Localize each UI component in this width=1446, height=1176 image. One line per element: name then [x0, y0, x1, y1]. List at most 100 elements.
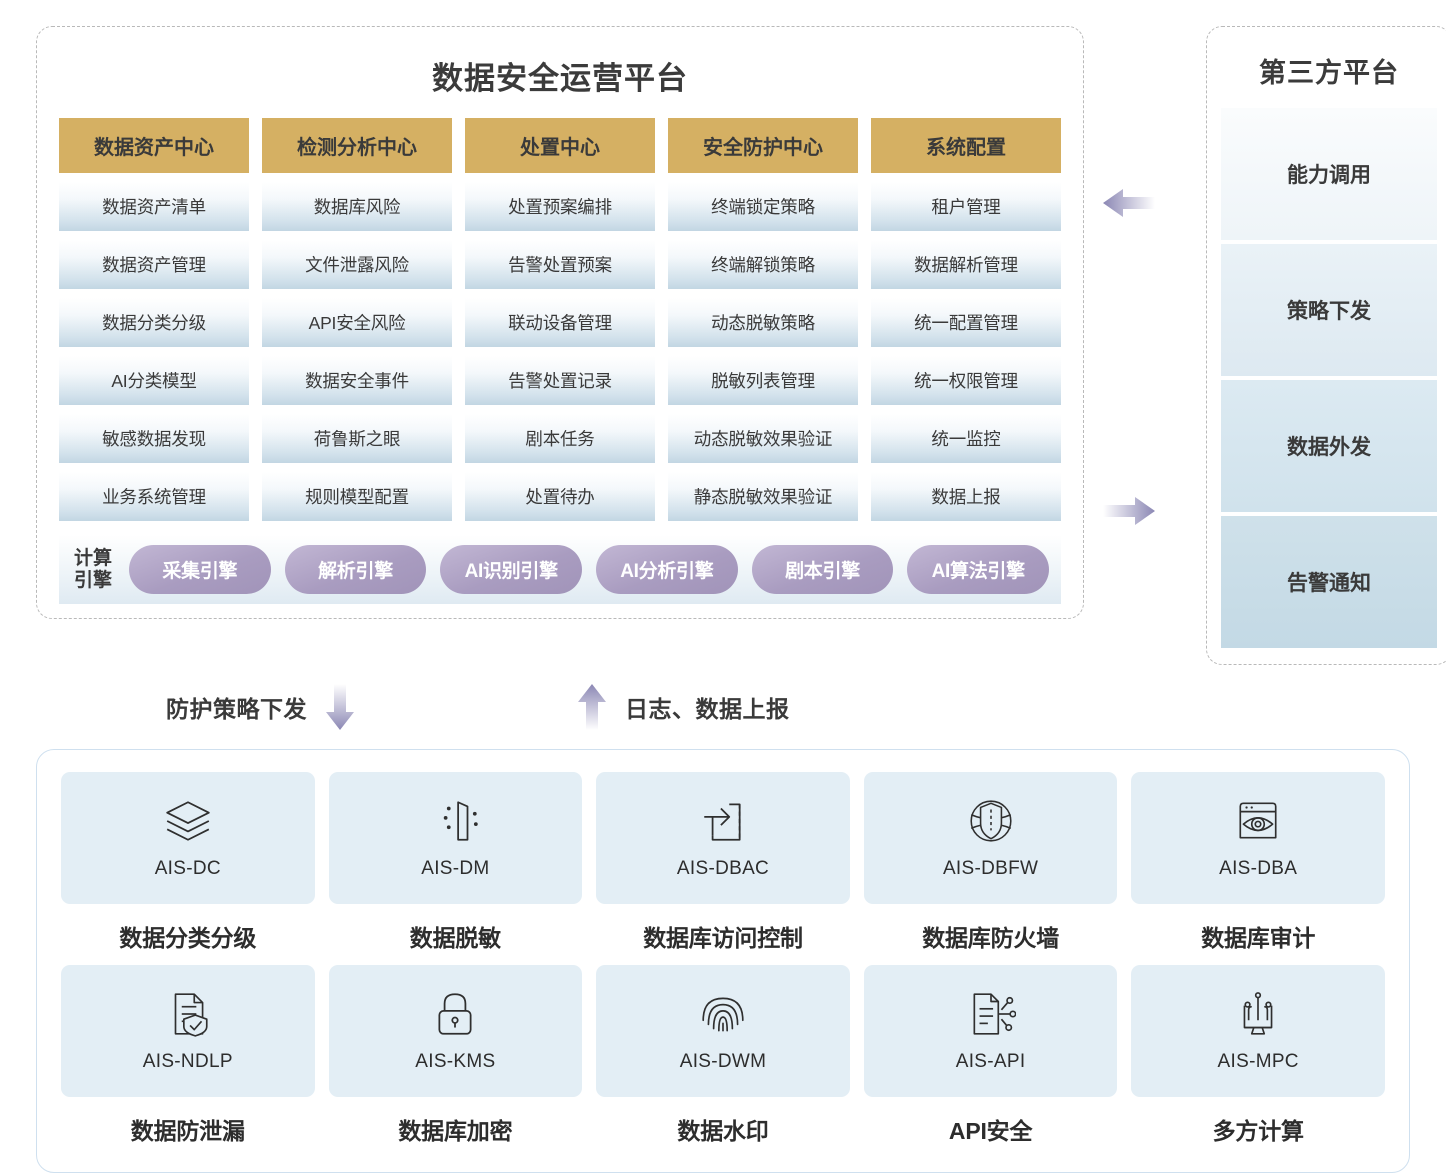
product-code: AIS-DBFW	[942, 858, 1039, 879]
module-tile[interactable]: 统一监控	[871, 414, 1061, 463]
third-party-card-alert-notification[interactable]: 告警通知	[1221, 516, 1437, 648]
module-tile[interactable]: 数据安全事件	[262, 356, 452, 405]
layers-icon	[163, 796, 213, 846]
engine-pill[interactable]: 剧本引擎	[751, 545, 894, 594]
module-tile[interactable]: 数据分类分级	[59, 298, 249, 347]
product-cell: AIS-NDLP 数据防泄漏	[61, 965, 315, 1146]
module-tile[interactable]: 脱敏列表管理	[668, 356, 858, 405]
products-panel: AIS-DC 数据分类分级 AIS-DM 数据脱敏	[36, 749, 1410, 1173]
product-card-ais-api[interactable]: AIS-API	[863, 965, 1118, 1097]
module-tile[interactable]: 文件泄露风险	[262, 240, 452, 289]
document-network-icon	[966, 989, 1016, 1039]
product-name: 数据水印	[677, 1118, 769, 1144]
platform-title: 数据安全运营平台	[432, 61, 688, 96]
arrow-up-icon	[578, 684, 606, 730]
module-tile[interactable]: 动态脱敏策略	[668, 298, 858, 347]
platform-panel: 数据安全运营平台 数据资产中心 数据资产清单 数据资产管理 数据分类分级 AI分…	[36, 26, 1084, 619]
engine-pill[interactable]: AI分析引擎	[596, 545, 738, 594]
column-header[interactable]: 处置中心	[465, 118, 655, 173]
module-tile[interactable]: 荷鲁斯之眼	[262, 414, 452, 463]
window-eye-icon	[1233, 796, 1283, 846]
third-party-card-policy-distribution[interactable]: 策略下发	[1221, 244, 1437, 376]
compute-engine-strip: 计算 引擎 采集引擎 解析引擎 AI识别引擎 AI分析引擎 剧本引擎 AI算法引…	[59, 535, 1061, 604]
third-party-panel: 第三方平台 能力调用 策略下发 数据外发 告警通知	[1206, 26, 1446, 665]
column-header[interactable]: 数据资产中心	[59, 118, 249, 173]
product-code: AIS-API	[955, 1051, 1026, 1072]
module-tile[interactable]: 联动设备管理	[465, 298, 655, 347]
product-name: 多方计算	[1212, 1118, 1304, 1144]
module-tile[interactable]: 数据库风险	[262, 182, 452, 231]
product-name: 数据脱敏	[409, 925, 501, 951]
product-card-ais-dbfw[interactable]: AIS-DBFW	[863, 772, 1118, 904]
module-tile[interactable]: 统一权限管理	[871, 356, 1061, 405]
module-tile[interactable]: 终端解锁策略	[668, 240, 858, 289]
arrow-right-icon	[1103, 497, 1155, 525]
module-tile[interactable]: 动态脱敏效果验证	[668, 414, 858, 463]
arrow-left-icon	[1103, 189, 1155, 217]
module-tile[interactable]: 告警处置预案	[465, 240, 655, 289]
column-header[interactable]: 检测分析中心	[262, 118, 452, 173]
module-tile[interactable]: 统一配置管理	[871, 298, 1061, 347]
module-tile[interactable]: 规则模型配置	[262, 472, 452, 521]
module-columns: 数据资产中心 数据资产清单 数据资产管理 数据分类分级 AI分类模型 敏感数据发…	[51, 118, 1069, 521]
top-row: 数据安全运营平台 数据资产中心 数据资产清单 数据资产管理 数据分类分级 AI分…	[36, 26, 1446, 665]
module-tile[interactable]: 数据资产清单	[59, 182, 249, 231]
product-card-ais-kms[interactable]: AIS-KMS	[328, 965, 583, 1097]
product-grid: AIS-DC 数据分类分级 AIS-DM 数据脱敏	[61, 772, 1385, 1146]
monitor-network-icon	[1233, 989, 1283, 1039]
module-tile[interactable]: 处置预案编排	[465, 182, 655, 231]
arrow-into-door-icon	[698, 796, 748, 846]
product-cell: AIS-KMS 数据库加密	[328, 965, 583, 1146]
product-name: 数据防泄漏	[130, 1118, 245, 1144]
product-card-ais-ndlp[interactable]: AIS-NDLP	[61, 965, 315, 1097]
product-cell: AIS-DM 数据脱敏	[328, 772, 583, 953]
product-card-ais-mpc[interactable]: AIS-MPC	[1131, 965, 1385, 1097]
module-tile[interactable]: 静态脱敏效果验证	[668, 472, 858, 521]
platform-thirdparty-connectors	[1103, 26, 1161, 666]
third-party-card-capability-invocation[interactable]: 能力调用	[1221, 108, 1437, 240]
module-tile[interactable]: 剧本任务	[465, 414, 655, 463]
product-name: 数据库防火墙	[922, 925, 1059, 951]
module-tile[interactable]: AI分类模型	[59, 356, 249, 405]
column-header[interactable]: 系统配置	[871, 118, 1061, 173]
module-tile[interactable]: 终端锁定策略	[668, 182, 858, 231]
module-tile[interactable]: 数据资产管理	[59, 240, 249, 289]
flow-row: 防护策略下发 日志、数据上报	[0, 671, 1446, 743]
product-card-ais-dba[interactable]: AIS-DBA	[1131, 772, 1385, 904]
product-cell: AIS-DWM 数据水印	[596, 965, 850, 1146]
flow-up: 日志、数据上报	[577, 684, 790, 730]
engine-pill[interactable]: 解析引擎	[284, 545, 427, 594]
product-card-ais-dc[interactable]: AIS-DC	[61, 772, 315, 904]
flow-up-label: 日志、数据上报	[625, 696, 790, 722]
module-tile[interactable]: 数据解析管理	[871, 240, 1061, 289]
engine-pill[interactable]: 采集引擎	[129, 545, 271, 594]
module-tile[interactable]: 数据上报	[871, 472, 1061, 521]
padlock-icon	[430, 989, 480, 1039]
module-tile[interactable]: 敏感数据发现	[59, 414, 249, 463]
module-tile[interactable]: 处置待办	[465, 472, 655, 521]
shield-globe-icon	[966, 796, 1016, 846]
product-code: AIS-MPC	[1217, 1051, 1299, 1072]
engine-pill[interactable]: AI算法引擎	[907, 545, 1050, 594]
product-cell: AIS-DBA 数据库审计	[1131, 772, 1385, 953]
module-tile[interactable]: 告警处置记录	[465, 356, 655, 405]
product-cell: AIS-API API安全	[863, 965, 1118, 1146]
compute-engine-label: 计算 引擎	[71, 548, 115, 591]
column-detection-analysis-center: 检测分析中心 数据库风险 文件泄露风险 API安全风险 数据安全事件 荷鲁斯之眼…	[262, 118, 452, 521]
product-card-ais-dm[interactable]: AIS-DM	[328, 772, 583, 904]
module-tile[interactable]: API安全风险	[262, 298, 452, 347]
module-tile[interactable]: 业务系统管理	[59, 472, 249, 521]
product-card-ais-dbac[interactable]: AIS-DBAC	[596, 772, 850, 904]
product-code: AIS-DBA	[1219, 858, 1298, 879]
module-tile[interactable]: 租户管理	[871, 182, 1061, 231]
product-card-ais-dwm[interactable]: AIS-DWM	[596, 965, 850, 1097]
product-name: API安全	[948, 1118, 1033, 1144]
column-security-protection-center: 安全防护中心 终端锁定策略 终端解锁策略 动态脱敏策略 脱敏列表管理 动态脱敏效…	[668, 118, 858, 521]
product-cell: AIS-DBAC 数据库访问控制	[596, 772, 850, 953]
column-header[interactable]: 安全防护中心	[668, 118, 858, 173]
third-party-card-data-export[interactable]: 数据外发	[1221, 380, 1437, 512]
column-disposal-center: 处置中心 处置预案编排 告警处置预案 联动设备管理 告警处置记录 剧本任务 处置…	[465, 118, 655, 521]
engine-pill[interactable]: AI识别引擎	[440, 545, 583, 594]
column-system-configuration: 系统配置 租户管理 数据解析管理 统一配置管理 统一权限管理 统一监控 数据上报	[871, 118, 1061, 521]
flow-down-label: 防护策略下发	[166, 696, 307, 722]
